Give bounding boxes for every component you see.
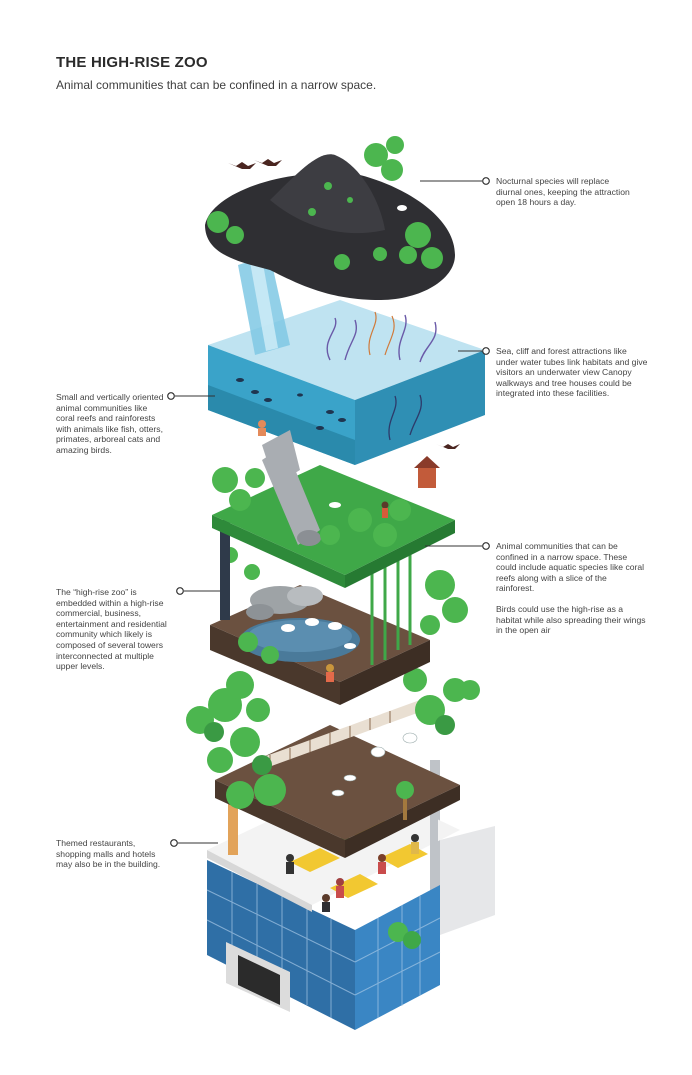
callout-sea-cliff-forest-text: Sea, cliff and forest attractions like u… [496, 346, 648, 399]
callout-small-vertical-text: Small and vertically oriented animal com… [56, 392, 164, 455]
aquarium-level [208, 255, 485, 485]
callout-small-vertical: Small and vertically oriented animal com… [56, 392, 168, 456]
canopy-walkway-level [186, 668, 467, 858]
callout-restaurants: Themed restaurants, shopping malls and h… [56, 838, 168, 870]
callout-birds-text: Birds could use the high-rise as a habit… [496, 603, 646, 636]
callout-restaurants-text: Themed restaurants, shopping malls and h… [56, 838, 161, 870]
callout-embedded-text: The “high-rise zoo” is embedded within a… [56, 587, 167, 672]
callout-animal-communities: Animal communities that can be confined … [496, 541, 646, 636]
callout-embedded: The “high-rise zoo” is embedded within a… [56, 587, 174, 672]
callout-nocturnal: Nocturnal species will replace diurnal o… [496, 176, 630, 208]
callout-animal-communities-text: Animal communities that can be confined … [496, 541, 645, 594]
forest-level [212, 445, 455, 588]
page-title: THE HIGH-RISE ZOO [56, 54, 208, 71]
pond-level [210, 520, 480, 705]
nocturnal-mountain-top [205, 136, 460, 449]
callout-leaders [167, 177, 490, 847]
page-subtitle: Animal communities that can be confined … [56, 78, 377, 92]
callout-nocturnal-text: Nocturnal species will replace diurnal o… [496, 176, 630, 208]
callout-sea-cliff-forest: Sea, cliff and forest attractions like u… [496, 346, 648, 399]
